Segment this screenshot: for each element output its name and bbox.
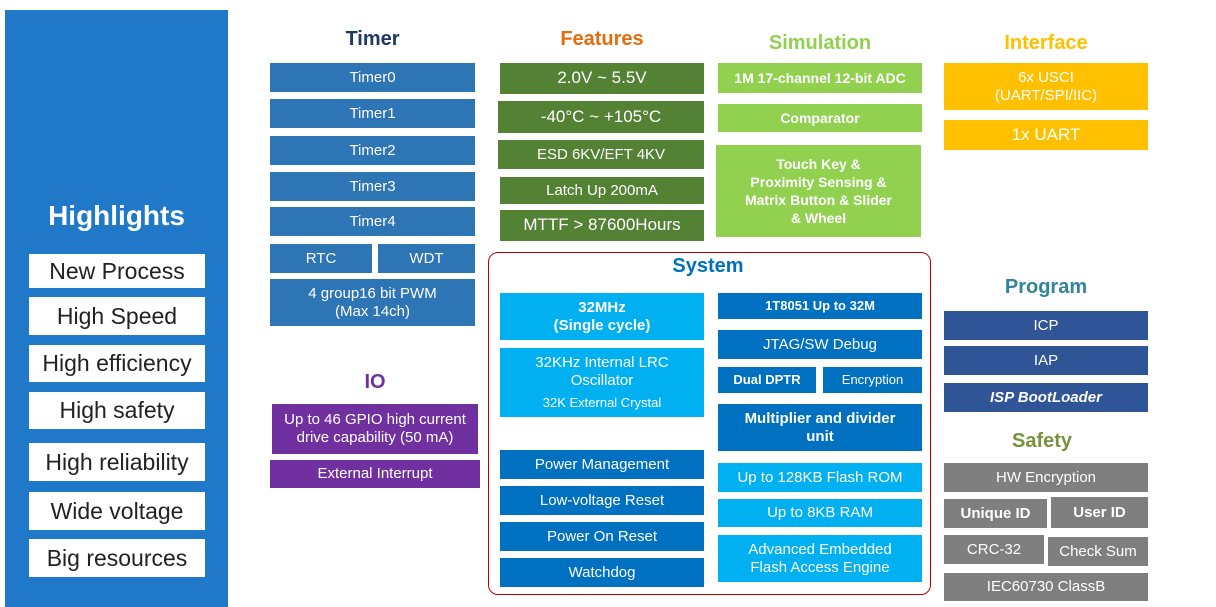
highlight-new-process: New Process	[29, 254, 205, 288]
system-frame	[488, 252, 931, 595]
usci-line2: (UART/SPI/IIC)	[994, 86, 1098, 104]
engine-line2: Flash Access Engine	[750, 558, 890, 576]
highlight-high-speed: High Speed	[29, 297, 205, 335]
touch-line2: Proximity Sensing &	[750, 173, 887, 190]
mdu-block: Multiplier and divider unit	[718, 404, 922, 451]
pwm-line2: (Max 14ch)	[334, 302, 411, 320]
dual-dptr-block: Dual DPTR	[718, 367, 816, 393]
external-interrupt-block: External Interrupt	[270, 460, 480, 488]
checksum-block: Check Sum	[1048, 537, 1148, 566]
mdu-line1: Multiplier and divider	[744, 409, 896, 427]
timer4-block: Timer4	[270, 207, 475, 236]
power-management-block: Power Management	[500, 450, 704, 479]
safety-title: Safety	[1011, 430, 1073, 452]
comparator-block: Comparator	[718, 104, 922, 132]
uart-block: 1x UART	[944, 120, 1148, 150]
user-id-block: User ID	[1051, 497, 1148, 528]
touch-key-block: Touch Key & Proximity Sensing & Matrix B…	[716, 145, 921, 237]
simulation-title: Simulation	[768, 32, 872, 54]
feature-temperature: -40°C ~ +105°C	[498, 101, 704, 133]
gpio-line1: Up to 46 GPIO high current	[284, 411, 466, 428]
crc-block: CRC-32	[944, 535, 1044, 564]
timer-title: Timer	[345, 28, 400, 50]
iap-block: IAP	[944, 346, 1148, 375]
low-voltage-reset-block: Low-voltage Reset	[500, 486, 704, 515]
usci-block: 6x USCI (UART/SPI/IIC)	[944, 63, 1148, 110]
power-on-reset-block: Power On Reset	[500, 522, 704, 551]
highlight-wide-voltage: Wide voltage	[29, 492, 205, 530]
usci-line1: 6x USCI	[1018, 68, 1074, 86]
feature-mttf: MTTF > 87600Hours	[500, 210, 704, 241]
flash-engine-block: Advanced Embedded Flash Access Engine	[718, 535, 922, 582]
wdt-block: WDT	[378, 244, 475, 273]
lrc-line2: Oscillator	[570, 372, 634, 390]
feature-latchup: Latch Up 200mA	[500, 177, 704, 204]
touch-line4: & Wheel	[790, 210, 847, 227]
program-title: Program	[1004, 276, 1088, 298]
debug-block: JTAG/SW Debug	[718, 330, 922, 359]
unique-id-block: Unique ID	[944, 499, 1047, 528]
flash-rom-block: Up to 128KB Flash ROM	[718, 463, 922, 492]
encryption-block: Encryption	[823, 367, 922, 393]
timer0-block: Timer0	[270, 63, 475, 92]
clock-line1: 32MHz	[578, 298, 626, 316]
io-title: IO	[364, 371, 386, 393]
oscillator-block: 32KHz Internal LRC Oscillator 32K Extern…	[500, 348, 704, 417]
highlights-title: Highlights	[48, 200, 185, 231]
timer1-block: Timer1	[270, 99, 475, 128]
isp-bootloader-block: ISP BootLoader	[944, 383, 1148, 412]
mdu-line2: unit	[806, 427, 834, 445]
highlight-high-safety: High safety	[29, 392, 205, 429]
adc-block: 1M 17-channel 12-bit ADC	[718, 63, 922, 93]
ram-block: Up to 8KB RAM	[718, 499, 922, 527]
clock-line2: (Single cycle)	[553, 316, 651, 334]
touch-line1: Touch Key &	[776, 155, 861, 172]
gpio-line2: drive capability (50 mA)	[296, 429, 454, 446]
timer2-block: Timer2	[270, 136, 475, 165]
touch-line3: Matrix Button & Slider	[744, 192, 892, 208]
timer3-block: Timer3	[270, 172, 475, 201]
cpu-block: 1T8051 Up to 32M	[718, 293, 922, 319]
iec-block: IEC60730 ClassB	[944, 573, 1148, 601]
lrc-line1: 32KHz Internal LRC	[535, 354, 669, 372]
engine-line1: Advanced Embedded	[748, 540, 892, 558]
pwm-line1: 4 group16 bit PWM	[308, 284, 437, 302]
watchdog-block: Watchdog	[500, 558, 704, 587]
clock-block: 32MHz (Single cycle)	[500, 293, 704, 340]
highlight-high-efficiency: High efficiency	[29, 345, 205, 382]
interface-title: Interface	[1004, 32, 1088, 54]
features-title: Features	[560, 28, 644, 50]
highlight-high-reliability: High reliability	[29, 443, 205, 481]
hw-encryption-block: HW Encryption	[944, 463, 1148, 492]
gpio-block: Up to 46 GPIO high current drive capabil…	[272, 404, 478, 454]
system-title: System	[672, 255, 744, 277]
crystal-line: 32K External Crystal	[542, 395, 662, 411]
feature-voltage: 2.0V ~ 5.5V	[500, 63, 704, 94]
icp-block: ICP	[944, 311, 1148, 340]
highlight-big-resources: Big resources	[29, 539, 205, 577]
rtc-block: RTC	[270, 244, 372, 273]
feature-esd: ESD 6KV/EFT 4KV	[498, 140, 704, 169]
pwm-block: 4 group16 bit PWM (Max 14ch)	[270, 279, 475, 326]
